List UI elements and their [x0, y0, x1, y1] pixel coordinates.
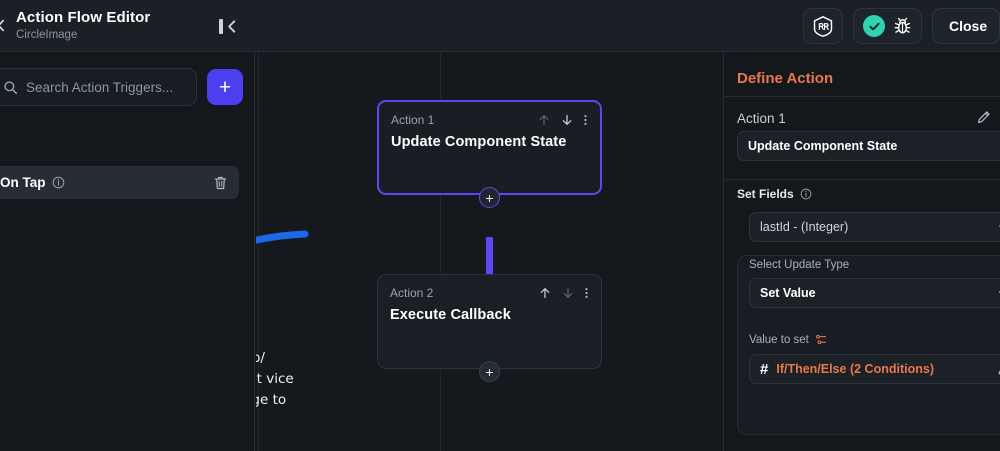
check-glyph-icon [868, 22, 880, 30]
info-icon[interactable] [800, 188, 812, 200]
action-type-field[interactable]: Update Component State [737, 131, 1000, 161]
node-icon-group [537, 113, 588, 127]
close-button-label: Close [949, 18, 988, 34]
triggers-sidebar: Search Action Triggers... + On Tap [0, 52, 255, 451]
node-icon-group [538, 286, 589, 300]
canvas-grid-line [440, 52, 441, 451]
info-icon[interactable] [52, 176, 65, 189]
value-to-set-label: Value to set [749, 333, 828, 346]
node-index-label: Action 1 [391, 113, 435, 127]
collapse-panel-icon [228, 19, 236, 33]
node-title: Update Component State [391, 134, 567, 150]
arrow-up-icon[interactable] [537, 113, 551, 127]
panel-divider [724, 96, 1000, 97]
status-debug-group [853, 8, 922, 44]
page-subtitle: CircleImage [16, 28, 78, 41]
add-node-end-button[interactable]: + [479, 361, 500, 382]
set-fields-label: Set Fields [737, 187, 812, 201]
search-icon [4, 80, 18, 94]
variable-icon[interactable] [815, 333, 828, 346]
flow-canvas[interactable]: Action 1 Update Component State [256, 52, 723, 451]
flow-node-action-2[interactable]: Action 2 Execute Callback [377, 274, 602, 369]
header-title-block: Action Flow Editor CircleImage [16, 9, 150, 43]
canvas-grid-line [258, 52, 259, 451]
action-name-label: Action 1 [737, 111, 786, 126]
update-type-select[interactable]: Set Value [749, 278, 1000, 308]
collapse-panel-button[interactable] [219, 16, 241, 36]
add-trigger-button[interactable]: + [207, 69, 243, 105]
arrow-up-icon[interactable] [538, 286, 552, 300]
arrow-down-icon[interactable] [560, 113, 574, 127]
search-row: Search Action Triggers... + [0, 68, 244, 106]
value-to-set-text: Value to set [749, 333, 809, 346]
define-action-panel: Define Action Action 1 Update Component … [723, 52, 1000, 451]
value-expression-field[interactable]: # If/Then/Else (2 Conditions) [749, 354, 1000, 384]
action-name-row: Action 1 [737, 111, 1000, 126]
search-placeholder: Search Action Triggers... [26, 79, 174, 95]
set-fields-text: Set Fields [737, 187, 794, 201]
field-name-value: lastId - (Integer) [760, 220, 849, 234]
update-type-label: Select Update Type [749, 259, 850, 271]
annotation-text: this is working for bubble up/ component… [256, 350, 294, 408]
chevron-left-icon [0, 19, 4, 32]
more-vertical-icon[interactable] [584, 286, 589, 300]
close-button[interactable]: Close [932, 8, 1000, 44]
page-title: Action Flow Editor [16, 8, 151, 26]
panel-title: Define Action [737, 70, 834, 87]
bug-icon[interactable] [893, 17, 912, 36]
flutterflow-logo-icon [813, 15, 833, 37]
back-button[interactable] [0, 19, 8, 32]
header-actions: Close [803, 8, 1000, 44]
field-name-select[interactable]: lastId - (Integer) [749, 212, 1000, 242]
panel-divider [724, 179, 1000, 180]
update-type-value: Set Value [760, 286, 816, 300]
action-type-value: Update Component State [748, 139, 898, 153]
search-input[interactable]: Search Action Triggers... [0, 68, 197, 106]
add-node-between-button[interactable]: + [479, 187, 500, 208]
node-title: Execute Callback [390, 307, 511, 323]
sidebar-item-on-tap[interactable]: On Tap [0, 166, 239, 199]
trash-icon[interactable] [213, 175, 228, 191]
value-expression-value: If/Then/Else (2 Conditions) [776, 362, 934, 376]
flow-node-action-1[interactable]: Action 1 Update Component State [377, 100, 602, 195]
more-vertical-icon[interactable] [583, 113, 588, 127]
pencil-icon[interactable] [976, 109, 992, 125]
check-circle-icon[interactable] [863, 15, 885, 37]
flutterflow-logo-button[interactable] [803, 8, 843, 44]
node-header: Action 2 [378, 275, 601, 300]
trigger-label: On Tap [0, 175, 46, 190]
top-header-bar: Action Flow Editor CircleImage [0, 0, 1000, 52]
arrow-down-icon[interactable] [561, 286, 575, 300]
hash-icon: # [760, 360, 769, 378]
node-header: Action 1 [379, 102, 600, 127]
collapse-bar [219, 18, 223, 34]
node-index-label: Action 2 [390, 286, 434, 300]
